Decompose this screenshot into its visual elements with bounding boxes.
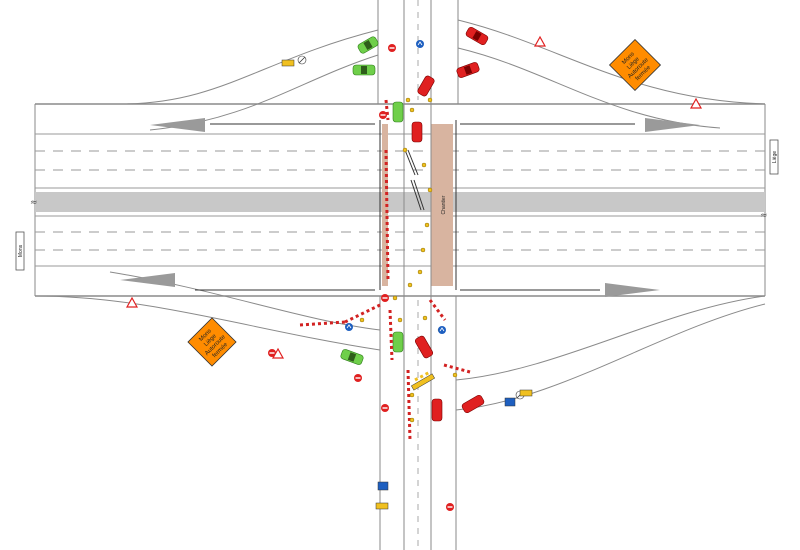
no-entry-sign-icon (446, 503, 454, 511)
warning-triangle-sign-icon (533, 35, 547, 47)
car-green (352, 64, 376, 76)
destination-right-label: Liège (772, 151, 778, 163)
panel-sign-icon (375, 502, 389, 510)
panel-sign-icon (519, 389, 533, 397)
car-red (411, 121, 423, 143)
warning-triangle-sign-icon (125, 296, 139, 308)
car-green (392, 331, 404, 353)
car-red (461, 394, 485, 414)
no-entry-sign-icon (388, 44, 396, 52)
warning-lamps (359, 97, 458, 423)
panel-sign-icon (281, 59, 295, 67)
bridge-label: Chantier (441, 195, 447, 214)
panel-sign-icon (377, 481, 389, 491)
no-entry-sign-icon (379, 111, 387, 119)
traffic-signs (125, 35, 703, 511)
car-red (431, 398, 443, 422)
mandatory-direction-sign-icon (345, 323, 353, 331)
car-red (456, 62, 480, 78)
highway-median (35, 192, 765, 212)
destination-sign-right: Liège (769, 139, 779, 175)
crossing-road (377, 0, 459, 550)
car-red (414, 335, 434, 359)
mandatory-direction-sign-icon (438, 326, 446, 334)
orange-diversion-sign-left: Mons Liège Autoroute fermée (187, 317, 237, 367)
car-green (340, 349, 364, 365)
destination-left-label: Mons (18, 244, 24, 257)
destination-sign-left: Mons (15, 231, 25, 271)
car-red (465, 26, 489, 46)
car-green (392, 101, 404, 123)
warning-triangle-sign-icon (271, 347, 285, 359)
no-entry-sign-icon (381, 404, 389, 412)
bridge: Chantier (379, 120, 457, 290)
gore-markings (120, 118, 700, 297)
panel-sign-icon (504, 397, 516, 407)
car-green (357, 36, 379, 54)
mandatory-direction-sign-icon (416, 40, 424, 48)
svg-text:≈: ≈ (30, 198, 38, 208)
barriers (299, 99, 471, 441)
no-entry-sign-icon (354, 374, 362, 382)
svg-text:≈: ≈ (760, 211, 768, 221)
warning-triangle-sign-icon (689, 97, 703, 109)
detour-arrow-icon (411, 373, 435, 391)
cars (340, 26, 489, 422)
end-of-restriction-sign-icon (297, 55, 307, 65)
bridge-deck (431, 124, 453, 286)
car-red (417, 75, 435, 97)
orange-diversion-sign-top-right: Mons Liège Autoroute fermée (608, 38, 662, 92)
no-entry-sign-icon (381, 294, 389, 302)
highway: ≈ ≈ (30, 103, 768, 297)
